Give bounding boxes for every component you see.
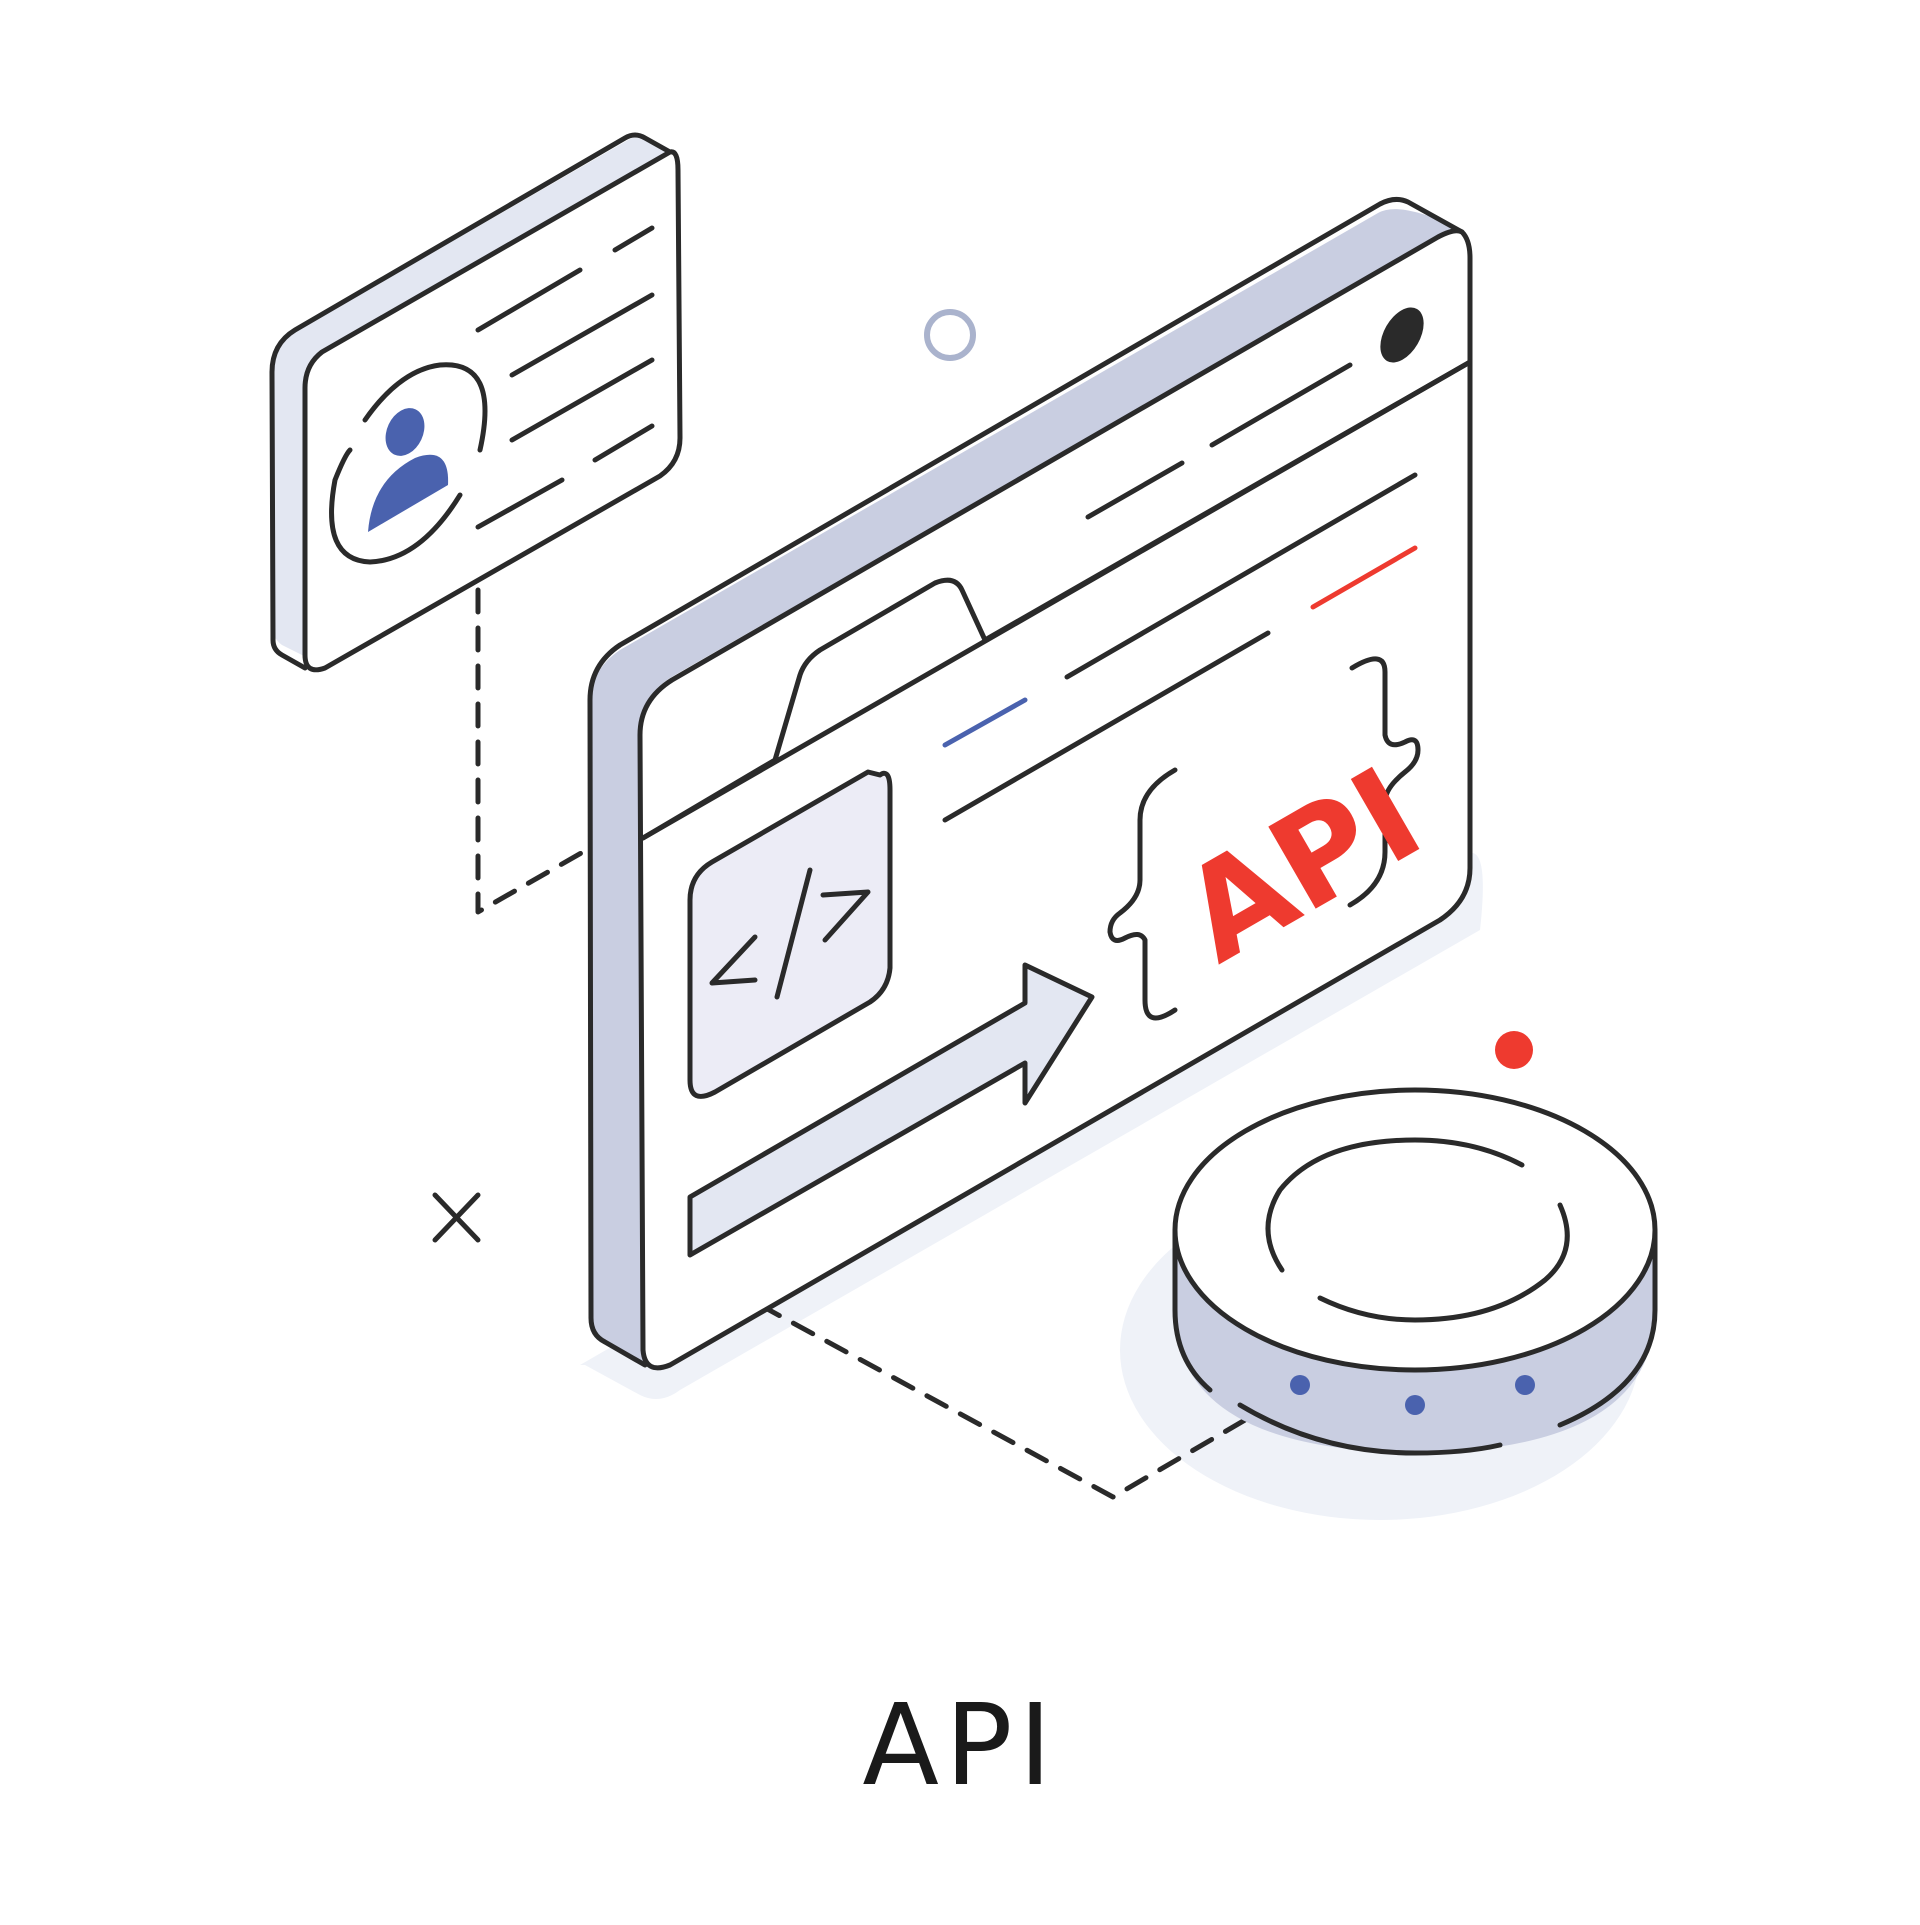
browser-window: API — [587, 196, 1473, 1371]
user-avatar-icon — [329, 362, 488, 565]
ring-decoration — [924, 309, 976, 361]
code-tag-icon — [709, 867, 871, 1000]
code-card — [687, 769, 893, 1099]
red-dot-decoration — [1495, 1031, 1533, 1069]
caption-title: API — [862, 1681, 1058, 1811]
card-text-lines — [475, 225, 655, 530]
camera-dot — [1380, 307, 1424, 363]
profile-card — [269, 132, 683, 673]
database-icon — [1172, 1087, 1658, 1456]
arrow-icon — [687, 962, 1095, 1258]
dashed-connectors — [475, 587, 1248, 1500]
close-cross-icon — [432, 1192, 481, 1243]
